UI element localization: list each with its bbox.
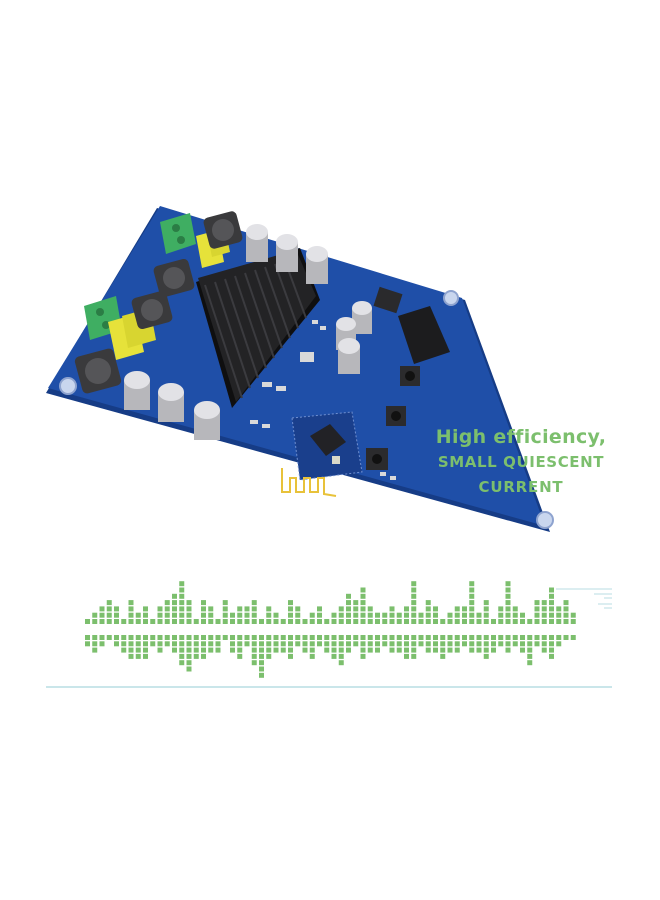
antenna-trace (281, 468, 337, 497)
tactile-button (400, 366, 420, 386)
electrolytic-capacitor (246, 224, 268, 262)
mounting-hole-icon (443, 290, 459, 306)
equalizer-bars (85, 581, 576, 678)
inductor (74, 348, 122, 394)
amplifier-board-image (46, 206, 554, 532)
tactile-button (386, 406, 406, 426)
audio-equalizer-graphic (46, 581, 612, 688)
tagline: High efficiency, small quiescent current (428, 424, 614, 500)
electrolytic-capacitor (352, 301, 372, 334)
electrolytic-capacitor (194, 401, 220, 440)
tagline-line2: small quiescent (437, 453, 605, 471)
voltage-regulator (373, 286, 403, 314)
electrolytic-capacitor (306, 246, 328, 284)
tagline-line3: current (478, 478, 564, 496)
inductor (203, 211, 243, 249)
bluetooth-module (281, 411, 363, 497)
electrolytic-capacitor (338, 338, 360, 374)
inductor (131, 291, 173, 329)
dc-power-jack (398, 306, 450, 364)
smd-components (250, 320, 396, 480)
tactile-button (366, 448, 388, 470)
heatsink (196, 248, 320, 408)
electrolytic-capacitor (276, 234, 298, 272)
electrolytic-capacitor (158, 383, 184, 422)
electrolytic-capacitor (124, 371, 150, 410)
inductor (153, 259, 195, 297)
tagline-line1: High efficiency, (435, 426, 607, 448)
mounting-hole-icon (536, 511, 554, 529)
mounting-hole-icon (59, 377, 77, 395)
screw-terminal (160, 213, 196, 254)
